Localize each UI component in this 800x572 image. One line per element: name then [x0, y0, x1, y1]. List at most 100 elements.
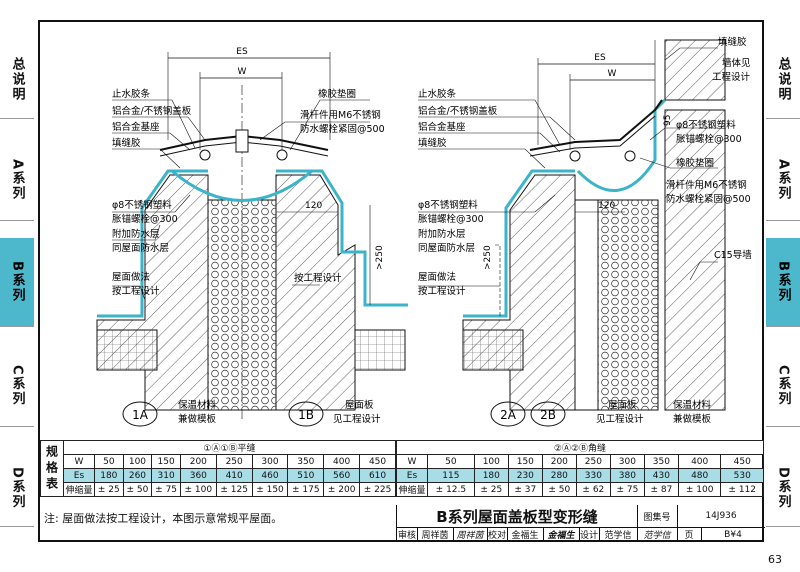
r-label-insulation-1: 保温材料	[673, 399, 712, 411]
label-insulation-1: 保温材料	[178, 399, 217, 411]
label-dim-250: >250	[375, 245, 385, 270]
left-dim-es: ES	[236, 47, 248, 57]
spec-left-exp: ± 50	[122, 482, 153, 497]
page-number: 63	[768, 553, 782, 566]
left-detail: ES W 止水胶条 铝合金/不锈	[96, 47, 408, 427]
spec-left-exp: ± 225	[359, 482, 396, 497]
side-tab-d-series[interactable]: D系列	[0, 450, 34, 527]
side-tab-b-series-right[interactable]: B系列	[766, 238, 800, 327]
spec-right-es: 480	[677, 468, 722, 483]
spec-right-w: 450	[720, 454, 764, 469]
left-dim-w: W	[238, 67, 247, 77]
spec-left-header: ①Ⓐ①Ⓑ平缝	[63, 440, 396, 455]
spec-left-exp: ± 200	[323, 482, 361, 497]
sheet-title: B系列屋面盖板型变形缝	[397, 505, 638, 528]
spec-right-es: 115	[427, 468, 475, 483]
design-label: 设计	[579, 527, 600, 542]
reviewer-name: 周祥茵	[417, 527, 454, 542]
spec-right-exp: ± 100	[677, 482, 722, 497]
spec-right-es: 530	[720, 468, 764, 483]
spec-left-w: 300	[251, 454, 289, 469]
spec-left-es: 610	[359, 468, 396, 483]
right-detail: ES W 止水胶条 铝合金/不锈钢盖板 铝	[418, 36, 752, 427]
r-label-insulation-2: 兼做模板	[673, 413, 712, 425]
title-block: B系列屋面盖板型变形缝 图集号 14J936 审核 周祥茵 周祥茵 校对 金福生…	[396, 505, 765, 542]
label-anchor-1: φ8不锈钢塑料	[112, 199, 172, 211]
r-label-anchor-r1: φ8不锈钢塑料	[676, 119, 736, 131]
r-label-extra-waterproof: 附加防水层	[418, 228, 466, 240]
spec-right-w: 250	[575, 454, 611, 469]
spec-left-exp: ± 125	[215, 482, 253, 497]
spec-left-es: 560	[323, 468, 361, 483]
spec-right-exp: ± 87	[643, 482, 679, 497]
spec-left-w: 50	[94, 454, 124, 469]
spec-left-w: 100	[122, 454, 153, 469]
spec-right-exp: ± 50	[541, 482, 577, 497]
label-water-stop: 止水胶条	[112, 88, 151, 100]
label-anchor-2: 胀锚螺栓@300	[112, 213, 178, 225]
side-tab-c-series[interactable]: C系列	[0, 346, 34, 427]
review-label: 审核	[397, 527, 418, 542]
side-tab-c-series-right[interactable]: C系列	[766, 346, 800, 427]
drawing-frame	[38, 20, 764, 542]
tag-2a: 2A	[500, 408, 517, 422]
spec-left-exp-label: 伸缩量	[63, 482, 95, 497]
side-tab-d-series-right[interactable]: D系列	[766, 450, 800, 527]
label-cover-plate: 铝合金/不锈钢盖板	[112, 105, 192, 117]
label-extra-waterproof: 附加防水层	[112, 228, 160, 240]
check-label: 校对	[487, 527, 508, 542]
tag-1a: 1A	[132, 408, 149, 422]
spec-left-exp: ± 25	[94, 482, 124, 497]
label-roof-method-1: 屋面做法	[112, 271, 150, 283]
spec-right-exp: ± 25	[473, 482, 509, 497]
spec-right-exp: ± 75	[609, 482, 645, 497]
r-label-base: 铝合金基座	[418, 121, 466, 133]
spec-table-right: ②Ⓐ②Ⓑ角缝 W 50 100 150 200 250 300 350 400 …	[396, 440, 764, 497]
spec-table-label: 规格表	[40, 440, 64, 497]
spec-left-w: 350	[287, 454, 325, 469]
spec-left-es: 510	[287, 468, 325, 483]
r-label-anchor-r2: 胀锚螺栓@300	[676, 133, 742, 145]
r-label-anchor-1: φ8不锈钢塑料	[418, 199, 478, 211]
r-label-dim-120: 120	[598, 201, 615, 211]
spec-left-es: 460	[251, 468, 289, 483]
label-per-design: 按工程设计	[294, 272, 342, 284]
label-sealant: 填缝胶	[112, 137, 141, 149]
reviewer-signature: 周祥茵	[453, 527, 488, 542]
spec-right-es: 380	[609, 468, 645, 483]
label-slide-bolt-2: 防水螺栓紧固@500	[300, 123, 385, 135]
label-rubber-pad: 橡胶垫圈	[318, 88, 356, 100]
side-tab-b-series[interactable]: B系列	[0, 238, 34, 327]
right-dim-w: W	[608, 69, 617, 79]
r-label-roof-method-2: 按工程设计	[418, 285, 466, 297]
label-base: 铝合金基座	[112, 121, 160, 133]
r-label-same-waterproof: 同屋面防水层	[418, 242, 475, 254]
spec-right-exp: ± 62	[575, 482, 611, 497]
r-label-water-stop: 止水胶条	[418, 88, 457, 100]
checker-name: 金福生	[507, 527, 544, 542]
r-label-dim-95: 95	[663, 115, 673, 126]
spec-right-w: 150	[507, 454, 543, 469]
r-label-rubber-pad: 橡胶垫圈	[676, 157, 714, 169]
r-label-sealant: 填缝胶	[418, 137, 447, 149]
designer-name: 范学信	[599, 527, 638, 542]
spec-left-exp: ± 100	[179, 482, 217, 497]
r-label-roof-slab-2: 见工程设计	[596, 413, 644, 425]
spec-right-exp: ± 12.5	[427, 482, 475, 497]
side-tab-a-series-right[interactable]: A系列	[766, 140, 800, 221]
r-label-slide-bolt-1: 滑杆件用M6不锈钢	[666, 179, 747, 191]
r-label-fill-sealant: 填缝胶	[718, 36, 747, 48]
spec-right-es: 430	[643, 468, 679, 483]
side-tab-a-series[interactable]: A系列	[0, 140, 34, 221]
side-tab-general-right[interactable]: 总说明	[766, 40, 800, 119]
side-tab-general[interactable]: 总说明	[0, 40, 34, 119]
right-dim-es: ES	[594, 53, 606, 63]
spec-right-w: 400	[677, 454, 722, 469]
checker-signature: 金福生	[543, 527, 580, 542]
spec-left-exp: ± 150	[251, 482, 289, 497]
spec-right-exp-label: 伸缩量	[396, 482, 428, 497]
spec-left-es: 360	[179, 468, 217, 483]
spec-left-w-label: W	[63, 454, 95, 469]
spec-left-es: 180	[94, 468, 124, 483]
spec-right-w-label: W	[396, 454, 428, 469]
